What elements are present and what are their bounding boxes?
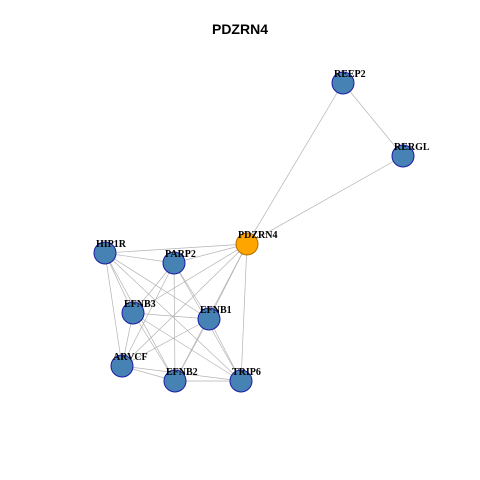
node-circle-rergl — [391, 144, 415, 168]
edge-parp2-efnb2 — [173, 262, 176, 382]
node-circle-parp2 — [162, 251, 186, 275]
node-reep2: REEP2 — [331, 69, 366, 95]
edge-hip1r-efnb1 — [104, 252, 210, 320]
node-label-hip1r: HIP1R — [96, 239, 127, 250]
edge-efnb1-efnb2 — [174, 318, 210, 382]
node-efnb2: EFNB2 — [163, 367, 198, 393]
node-pdzrn4: PDZRN4 — [235, 230, 277, 256]
edge-pdzrn4-trip6 — [240, 243, 248, 382]
node-label-parp2: PARP2 — [165, 249, 196, 260]
node-hip1r: HIP1R — [93, 239, 127, 265]
node-label-pdzrn4: PDZRN4 — [238, 230, 277, 241]
edge-pdzrn4-hip1r — [104, 243, 248, 254]
edge-pdzrn4-efnb3 — [132, 243, 248, 314]
node-label-efnb3: EFNB3 — [124, 299, 156, 310]
node-label-efnb1: EFNB1 — [200, 305, 232, 316]
edge-reep2-rergl — [342, 82, 404, 157]
edge-efnb1-arvcf — [121, 318, 210, 367]
edge-efnb3-efnb1 — [132, 312, 210, 320]
edge-efnb1-trip6 — [208, 318, 242, 382]
edge-rergl-pdzrn4 — [246, 155, 404, 245]
node-rergl: RERGL — [391, 142, 430, 168]
node-circle-pdzrn4 — [235, 232, 259, 256]
node-parp2: PARP2 — [162, 249, 196, 275]
edge-pdzrn4-arvcf — [121, 243, 248, 367]
node-circle-efnb2 — [163, 369, 187, 393]
node-arvcf: ARVCF — [110, 352, 148, 378]
edge-hip1r-trip6 — [104, 252, 242, 382]
node-circle-efnb1 — [197, 307, 221, 331]
node-circle-reep2 — [331, 71, 355, 95]
node-label-arvcf: ARVCF — [113, 352, 148, 363]
edge-pdzrn4-parp2 — [173, 243, 248, 264]
node-circle-efnb3 — [121, 301, 145, 325]
node-circle-arvcf — [110, 354, 134, 378]
node-label-rergl: RERGL — [394, 142, 430, 153]
graph-title: PDZRN4 — [211, 21, 268, 37]
edge-efnb3-efnb2 — [132, 312, 176, 382]
node-label-reep2: REEP2 — [334, 69, 366, 80]
edge-hip1r-arvcf — [104, 252, 123, 367]
node-circle-trip6 — [229, 369, 253, 393]
node-efnb3: EFNB3 — [121, 299, 156, 325]
node-efnb1: EFNB1 — [197, 305, 232, 331]
edge-efnb3-trip6 — [132, 312, 242, 382]
node-circle-hip1r — [93, 241, 117, 265]
node-label-efnb2: EFNB2 — [166, 367, 198, 378]
node-trip6: TRIP6 — [229, 367, 261, 393]
node-label-trip6: TRIP6 — [232, 367, 261, 378]
edge-hip1r-parp2 — [104, 252, 175, 264]
edge-reep2-pdzrn4 — [246, 82, 344, 245]
